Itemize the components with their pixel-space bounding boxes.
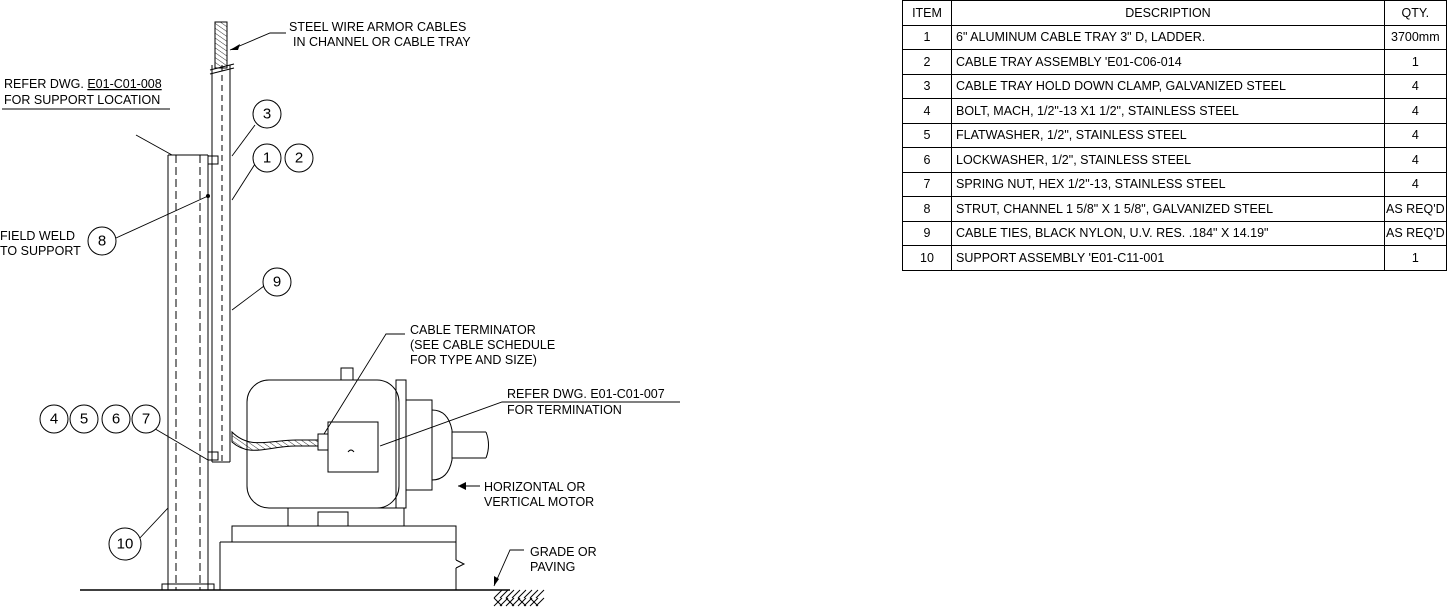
- bom-qty: 1: [1384, 49, 1447, 75]
- bom-qty: AS REQ'D: [1384, 196, 1447, 222]
- note-cables-line2: IN CHANNEL OR CABLE TRAY: [293, 35, 471, 49]
- bom-header-row: ITEM DESCRIPTION QTY.: [902, 0, 1447, 26]
- note-motor-line1: HORIZONTAL OR: [484, 480, 585, 494]
- concrete-pad: [219, 541, 466, 590]
- bom-qty: 4: [1384, 147, 1447, 173]
- item-bubble-1: [252, 143, 282, 173]
- item-bubble-3: [252, 99, 282, 129]
- support-post: [161, 154, 215, 591]
- bubble-5-label: 5: [80, 411, 88, 428]
- bom-description: STRUT, CHANNEL 1 5/8" X 1 5/8", GALVANIZ…: [951, 196, 1385, 222]
- note-terminator-line2: (SEE CABLE SCHEDULE: [410, 338, 555, 352]
- bom-description: CABLE TRAY ASSEMBLY 'E01-C06-014: [951, 49, 1385, 75]
- bom-item: 6: [902, 147, 952, 173]
- bubble-6-label: 6: [112, 411, 120, 428]
- armored-cable-to-motor: [231, 430, 319, 451]
- bom-qty: 1: [1384, 245, 1447, 271]
- bubble-8-label: 8: [98, 233, 106, 250]
- bom-description: SPRING NUT, HEX 1/2"-13, STAINLESS STEEL: [951, 171, 1385, 197]
- bom-description: SUPPORT ASSEMBLY 'E01-C11-001: [951, 245, 1385, 271]
- bom-item: 2: [902, 49, 952, 75]
- item-bubble-10: [108, 527, 142, 561]
- bubble-4-label: 4: [50, 411, 58, 428]
- item-bubble-9: [262, 267, 292, 297]
- leader-lines: [2, 32, 680, 587]
- cable-tray-channel: [206, 65, 231, 463]
- bom-description: LOCKWASHER, 1/2", STAINLESS STEEL: [951, 147, 1385, 173]
- bom-item: 1: [902, 24, 952, 50]
- item-bubble-5: [69, 404, 99, 434]
- note-grade-line1: GRADE OR: [530, 545, 597, 559]
- note-termination-line1: REFER DWG. E01-C01-007: [507, 387, 665, 401]
- note-field-weld-line2: TO SUPPORT: [0, 244, 81, 258]
- bom-item: 4: [902, 98, 952, 124]
- bom-item: 8: [902, 196, 952, 222]
- item-bubble-6: [101, 404, 131, 434]
- refer-support-dwg: E01-C01-008: [87, 77, 161, 91]
- cable-terminator: [317, 433, 329, 451]
- armored-cable-top: [209, 21, 235, 75]
- note-terminator-line1: CABLE TERMINATOR: [410, 323, 536, 337]
- item-bubble-4: [39, 404, 69, 434]
- bom-qty: 4: [1384, 73, 1447, 99]
- bom-description: FLATWASHER, 1/2", STAINLESS STEEL: [951, 122, 1385, 148]
- bubble-9-label: 9: [273, 274, 281, 291]
- bom-qty: 4: [1384, 98, 1447, 124]
- bom-description: 6" ALUMINUM CABLE TRAY 3" D, LADDER.: [951, 24, 1385, 50]
- bubble-2-label: 2: [295, 150, 303, 167]
- bubble-7-label: 7: [142, 411, 150, 428]
- bom-qty: 3700mm: [1384, 24, 1447, 50]
- installation-detail-drawing: 3 1 2 8 9 4 5 6 7 10 STEEL WIRE ARMOR CA…: [0, 20, 680, 607]
- grade-hatch: [493, 589, 545, 607]
- note-cables-line1: STEEL WIRE ARMOR CABLES: [289, 20, 466, 34]
- item-bubble-2: [284, 143, 314, 173]
- note-termination-line2: FOR TERMINATION: [507, 403, 622, 417]
- bubble-1-label: 1: [263, 150, 271, 167]
- bom-item: 10: [902, 245, 952, 271]
- note-grade-line2: PAVING: [530, 560, 575, 574]
- bom-qty: AS REQ'D: [1384, 220, 1447, 246]
- item-bubble-8: [87, 226, 117, 256]
- bom-item: 7: [902, 171, 952, 197]
- note-refer-support-line1: REFER DWG. E01-C01-008: [4, 77, 162, 91]
- bom-item: 9: [902, 220, 952, 246]
- note-refer-support-line2: FOR SUPPORT LOCATION: [4, 93, 160, 107]
- bom-item: 5: [902, 122, 952, 148]
- note-field-weld-line1: FIELD WELD: [0, 229, 75, 243]
- motor: [231, 367, 489, 543]
- bom-description: CABLE TRAY HOLD DOWN CLAMP, GALVANIZED S…: [951, 73, 1385, 99]
- leader-arrowheads: [230, 44, 499, 586]
- bom-qty: 4: [1384, 122, 1447, 148]
- bom-header-item: ITEM: [902, 0, 952, 26]
- item-bubble-7: [131, 404, 161, 434]
- bubble-3-label: 3: [263, 106, 271, 123]
- bom-description: BOLT, MACH, 1/2"-13 X1 1/2", STAINLESS S…: [951, 98, 1385, 124]
- bubble-10-label: 10: [117, 536, 134, 553]
- note-motor-line2: VERTICAL MOTOR: [484, 495, 594, 509]
- bom-item: 3: [902, 73, 952, 99]
- bom-header-qty: QTY.: [1384, 0, 1447, 26]
- bom-description: CABLE TIES, BLACK NYLON, U.V. RES. .184"…: [951, 220, 1385, 246]
- bom-header-description: DESCRIPTION: [951, 0, 1385, 26]
- bom-qty: 4: [1384, 171, 1447, 197]
- note-terminator-line3: FOR TYPE AND SIZE): [410, 353, 537, 367]
